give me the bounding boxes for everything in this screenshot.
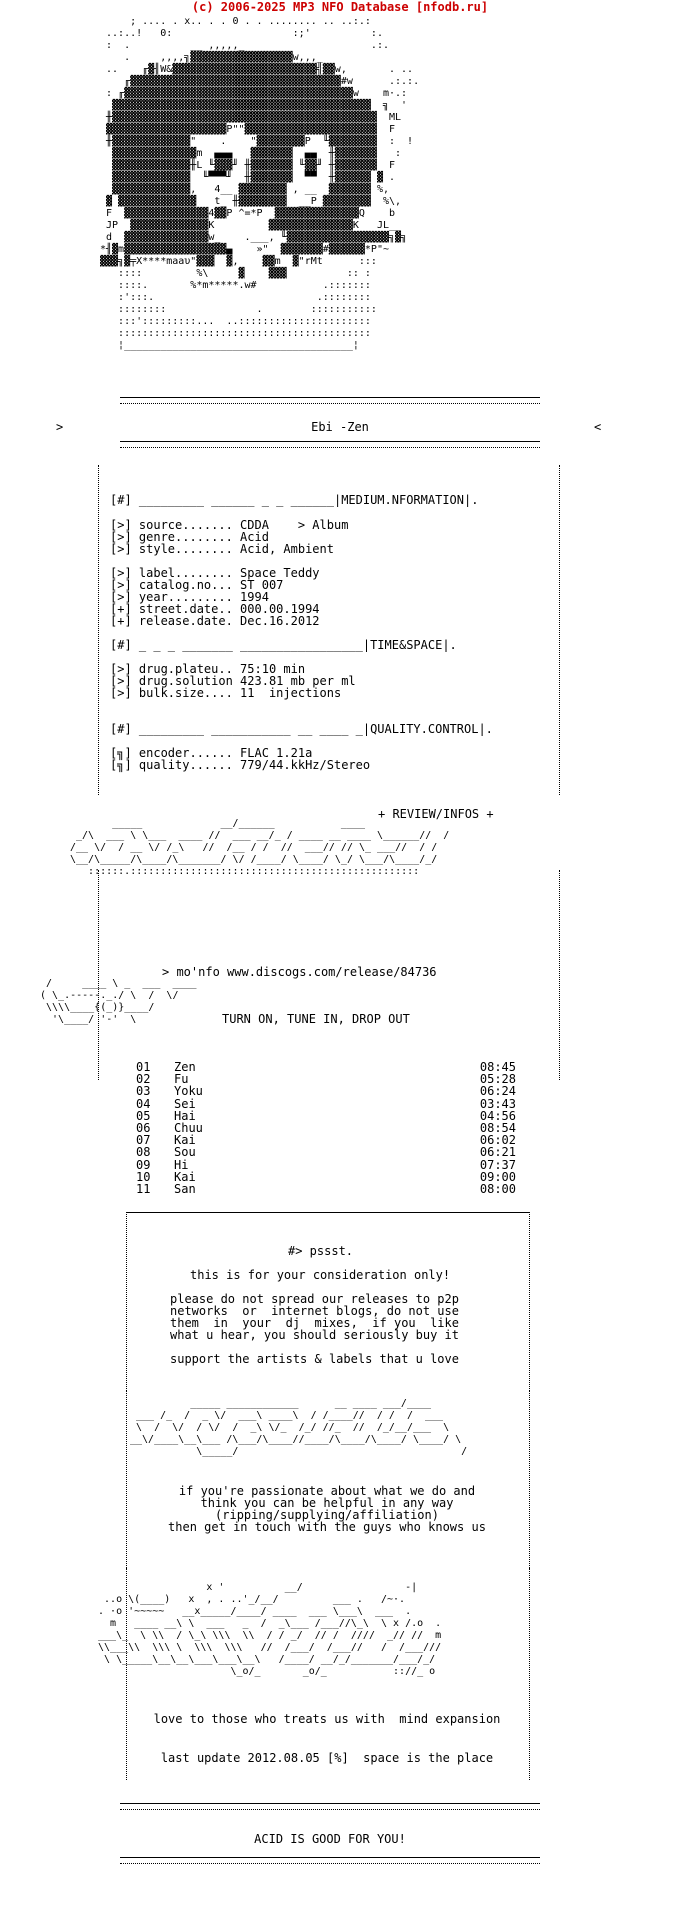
consideration-note: this is for your consideration only! <box>190 1268 451 1282</box>
info-genre: [>] genre........ Acid <box>110 530 269 544</box>
info-solution: [>] drug.solution 423.81 mb per ml <box>110 674 356 688</box>
track-number: 02 <box>136 1072 151 1087</box>
notice-line-3: them in your dj mixes, if you like <box>170 1316 459 1330</box>
track-title: Kai <box>174 1133 196 1148</box>
track-number: 08 <box>136 1145 151 1160</box>
track-title: Sou <box>174 1145 196 1160</box>
info-year: [>] year......... 1994 <box>110 590 269 604</box>
divider-bottom-2 <box>120 1857 540 1864</box>
track-row: 10 Kai 09:00 <box>136 1171 516 1183</box>
track-row: 04 Sei 03:43 <box>136 1096 516 1111</box>
track-number: 05 <box>136 1108 151 1123</box>
footer-box-frame <box>126 1568 530 1780</box>
passion-line-4: then get in touch with the guys who know… <box>168 1520 486 1534</box>
notice-line-4: what u hear, you should seriously buy it <box>170 1328 459 1342</box>
track-number: 03 <box>136 1084 151 1099</box>
track-title: Zen <box>174 1060 196 1074</box>
track-number: 06 <box>136 1121 151 1136</box>
info-bulk: [>] bulk.size.... 11 injections <box>110 686 342 700</box>
tagline: TURN ON, TUNE IN, DROP OUT <box>222 1012 410 1026</box>
quality-heading: [#] _________ ___________ __ ____ _|QUAL… <box>110 722 493 736</box>
track-row: 08 Sou 06:21 <box>136 1146 516 1158</box>
info-label: [>] label........ Space Teddy <box>110 566 320 580</box>
review-logo-art: _____ __/______ ____ _/\ ___ \ \___ ____… <box>70 818 450 877</box>
track-title: Sei <box>174 1096 196 1111</box>
track-row: 09 Hi 07:37 <box>136 1157 516 1172</box>
ascii-portrait-art: ; .... . x.. . . 0 . . ........ .. ..:.:… <box>100 16 420 351</box>
discogs-link[interactable]: > mo'nfo www.discogs.com/release/84736 <box>162 965 437 979</box>
track-number: 11 <box>136 1182 151 1197</box>
track-title: Fu <box>174 1072 189 1087</box>
notice-line-1: please do not spread our releases to p2p <box>170 1292 459 1306</box>
track-duration: 06:02 <box>479 1133 516 1148</box>
track-number: 09 <box>136 1157 151 1172</box>
track-duration: 05:28 <box>479 1072 516 1087</box>
info-catalog: [>] catalog.no... ST 007 <box>110 578 284 592</box>
info-box-frame <box>98 465 560 795</box>
support-note: support the artists & labels that u love <box>170 1352 459 1366</box>
bottom-logo-art: x ' __/ -| ..o \(____) x , . ..'_/__/ __… <box>98 1582 442 1677</box>
footer-slogan: ACID IS GOOD FOR YOU! <box>254 1832 406 1846</box>
track-duration: 09:00 <box>479 1169 516 1184</box>
info-style: [>] style........ Acid, Ambient <box>110 542 334 556</box>
track-title: Yoku <box>174 1084 203 1099</box>
divider-bottom-1 <box>120 1803 540 1810</box>
page-header: (c) 2006-2025 MP3 NFO Database [nfodb.ru… <box>191 0 489 14</box>
track-number: 01 <box>136 1060 151 1074</box>
track-title: Hai <box>174 1108 196 1123</box>
divider-title <box>120 441 540 448</box>
review-box-frame <box>98 870 560 1080</box>
update-line: last update 2012.08.05 [%] space is the … <box>160 1751 494 1765</box>
passion-box-frame <box>126 1390 530 1568</box>
info-street-date: [+] street.date.. 000.00.1994 <box>110 602 320 616</box>
review-heading: + REVIEW/INFOS + <box>378 807 494 821</box>
arrow-right: < <box>594 420 602 434</box>
info-plateau: [>] drug.plateu.. 75:10 min <box>110 662 306 676</box>
passion-line-2: think you can be helpful in any way <box>200 1496 454 1510</box>
track-row: 02 Fu 05:28 <box>136 1073 516 1085</box>
track-row: 11 San 08:00 <box>136 1183 516 1195</box>
track-number: 04 <box>136 1096 151 1111</box>
info-quality: [╗] quality...... 779/44.kkHz/Stereo <box>110 758 371 772</box>
track-title: Chuu <box>174 1121 203 1136</box>
arrow-left: > <box>56 420 64 434</box>
love-line: love to those who treats us with mind ex… <box>153 1712 501 1726</box>
track-duration: 08:54 <box>479 1121 516 1136</box>
time-heading: [#] _ _ _ _______ _________________|TIME… <box>110 638 457 652</box>
track-row: 03 Yoku 06:24 <box>136 1085 516 1097</box>
track-duration: 06:24 <box>479 1084 516 1099</box>
passion-line-3: (ripping/supplying/affiliation) <box>215 1508 439 1522</box>
track-title: San <box>174 1182 196 1197</box>
info-source: [>] source....... CDDA > Album <box>110 518 349 532</box>
track-duration: 08:45 <box>479 1060 516 1074</box>
middle-logo-art: _____ ____________ __ ____ ___/____ ___ … <box>130 1398 468 1457</box>
divider-top <box>120 397 540 404</box>
track-title: Kai <box>174 1169 196 1184</box>
track-duration: 06:21 <box>479 1145 516 1160</box>
notice-line-2: networks or internet blogs, do not use <box>170 1304 459 1318</box>
track-duration: 07:37 <box>479 1157 516 1172</box>
track-row: 01 Zen 08:45 <box>136 1061 516 1073</box>
release-title: Ebi -Zen <box>311 420 369 434</box>
track-row: 07 Kai 06:02 <box>136 1134 516 1146</box>
notice-box-frame <box>126 1212 530 1391</box>
track-title: Hi <box>174 1157 189 1172</box>
medium-heading: [#] _________ ______ _ _ ______|MEDIUM.N… <box>110 493 479 507</box>
track-duration: 04:56 <box>479 1108 516 1123</box>
track-number: 07 <box>136 1133 151 1148</box>
track-row: 06 Chuu 08:54 <box>136 1122 516 1134</box>
track-number: 10 <box>136 1169 151 1184</box>
track-duration: 03:43 <box>479 1096 516 1111</box>
info-encoder: [╗] encoder...... FLAC 1.21a <box>110 746 313 760</box>
info-release-date: [+] release.date. Dec.16.2012 <box>110 614 320 628</box>
passion-line-1: if you're passionate about what we do an… <box>178 1484 476 1498</box>
track-duration: 08:00 <box>479 1182 516 1197</box>
track-row: 05 Hai 04:56 <box>136 1110 516 1122</box>
small-logo-art: / ____ \ _ ___ ____ ( \_.-----._./ \ / \… <box>40 978 197 1025</box>
pssst-heading: #> pssst. <box>288 1244 354 1258</box>
